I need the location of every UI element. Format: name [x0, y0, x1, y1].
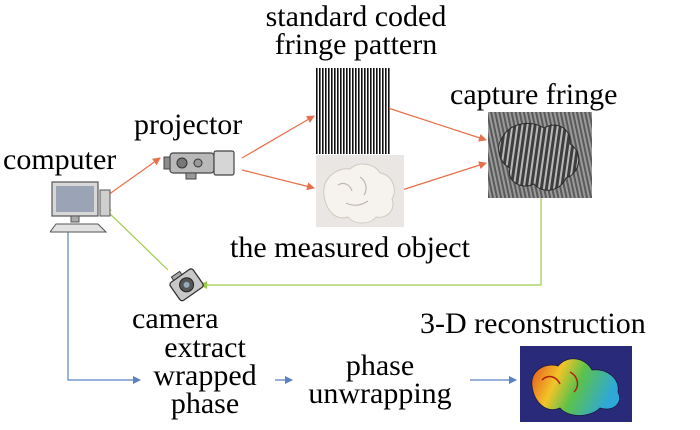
fringe-stripe	[334, 68, 336, 154]
phase-unwrapping-label: phase unwrapping	[290, 349, 470, 410]
camera-label: camera	[132, 302, 219, 335]
fringe-stripe	[373, 68, 375, 154]
fringe-stripe	[346, 68, 348, 154]
projector-icon	[163, 150, 235, 180]
camera-icon	[169, 268, 204, 302]
fringe-stripe	[370, 68, 372, 154]
arrow-projector-to-object	[241, 169, 315, 191]
phase-unwrapping-label-line2: unwrapping	[308, 377, 452, 410]
fringe-pattern-label-line2: fringe pattern	[274, 28, 438, 61]
fringe-stripe	[364, 68, 366, 154]
fringe-stripe	[316, 68, 318, 154]
fringe-stripe	[322, 68, 324, 154]
fringe-stripe	[343, 68, 345, 154]
fringe-stripe	[355, 68, 357, 154]
fringe-stripe	[382, 68, 384, 154]
reconstruction-image	[520, 346, 632, 422]
fringe-stripe	[340, 68, 342, 154]
fringe-stripe	[325, 68, 327, 154]
extract-phase-label-line1: extract	[164, 331, 246, 364]
fringe-stripe	[349, 68, 351, 154]
measured-object-image	[316, 155, 404, 227]
fringe-pattern-label-line1: standard coded	[265, 0, 447, 33]
desktop-computer-icon	[50, 181, 111, 233]
arrow-camera-to-computer	[103, 207, 169, 271]
fringe-stripe	[331, 68, 333, 154]
fringe-stripe	[328, 68, 330, 154]
arrow-computer-to-extract	[67, 232, 141, 384]
arrow-pattern-to-capture	[387, 107, 487, 142]
arrow-computer-to-projector	[107, 157, 161, 196]
extract-phase-label-line3: phase	[170, 387, 240, 420]
projector-label: projector	[134, 108, 243, 141]
fringe-pattern-image	[316, 68, 390, 154]
arrow-projector-to-pattern	[241, 115, 315, 159]
fringe-stripe	[388, 68, 390, 154]
fringe-stripe	[337, 68, 339, 154]
fringe-stripe	[352, 68, 354, 154]
fringe-pattern-label: standard coded fringe pattern	[236, 0, 476, 61]
arrow-object-to-capture	[401, 161, 487, 191]
capture-fringe-label: capture fringe	[450, 78, 618, 111]
computer-label: computer	[3, 143, 117, 176]
phase-unwrapping-label-line1: phase	[345, 349, 415, 382]
reconstruction-label: 3-D reconstruction	[420, 307, 646, 340]
arrow-capture-to-camera	[199, 198, 542, 289]
fringe-stripe	[361, 68, 363, 154]
fringe-stripe	[367, 68, 369, 154]
extract-phase-label: extract wrapped phase	[130, 331, 280, 420]
measured-object-label: the measured object	[230, 231, 470, 264]
fringe-stripe	[376, 68, 378, 154]
fringe-stripe	[379, 68, 381, 154]
fringe-stripe	[385, 68, 387, 154]
fringe-stripe	[319, 68, 321, 154]
fringe-stripe	[358, 68, 360, 154]
captured-fringe-image	[488, 112, 592, 198]
extract-phase-label-line2: wrapped	[153, 359, 257, 392]
